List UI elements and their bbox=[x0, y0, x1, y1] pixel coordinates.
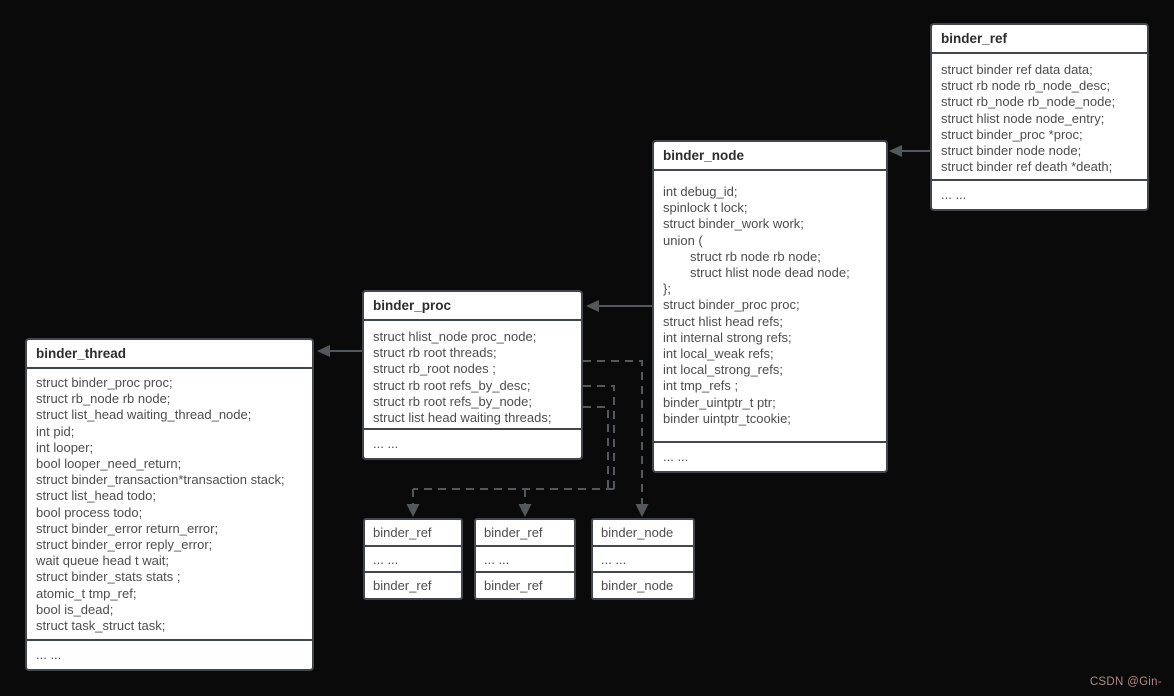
struct-field: struct binder_proc proc; bbox=[663, 297, 800, 313]
struct-field: struct binder ref death *death; bbox=[941, 159, 1113, 175]
watermark: CSDN @Gin- bbox=[1089, 676, 1162, 688]
struct-field: int looper; bbox=[36, 439, 94, 455]
struct-field: struct rb node rb node; bbox=[690, 248, 821, 264]
struct-field: struct rb root threads; bbox=[373, 345, 497, 361]
list-item: binder_ref bbox=[373, 524, 432, 540]
struct-field: struct rb root refs_by_desc; bbox=[373, 377, 531, 393]
struct-field: spinlock t lock; bbox=[663, 200, 748, 216]
binder-thread-box: binder_thread struct binder_proc proc; s… bbox=[25, 338, 314, 671]
struct-field: struct rb_node rb node; bbox=[36, 391, 171, 407]
struct-field: struct hlist_node proc_node; bbox=[373, 329, 537, 344]
list-item: ... ... bbox=[365, 544, 461, 572]
struct-field: struct hlist head refs; bbox=[663, 313, 783, 329]
binder-ref-title: binder_ref bbox=[932, 25, 1147, 54]
struct-field: struct binder_stats stats ; bbox=[36, 569, 181, 585]
binder-thread-title: binder_thread bbox=[27, 340, 312, 369]
struct-field: struct task_struct task; bbox=[36, 618, 166, 634]
list-item: binder_ref bbox=[476, 571, 574, 598]
struct-field: struct rb_root nodes ; bbox=[373, 361, 496, 377]
binder-ref-fields: struct binder ref data data; struct rb n… bbox=[932, 54, 1147, 179]
binder-proc-title: binder_proc bbox=[364, 292, 581, 321]
list-item: binder_ref bbox=[484, 524, 543, 540]
struct-field: struct rb root refs_by_node; bbox=[373, 393, 532, 409]
struct-field: int local_strong_refs; bbox=[663, 362, 783, 378]
struct-field: bool process todo; bbox=[36, 504, 143, 520]
struct-field: int debug_id; bbox=[663, 184, 738, 199]
struct-field: struct hlist node node_entry; bbox=[941, 110, 1105, 126]
binder-thread-fields: struct binder_proc proc; struct rb_node … bbox=[27, 369, 312, 639]
list-item: binder_node bbox=[601, 524, 674, 540]
list-item: binder_node bbox=[593, 571, 693, 598]
struct-field: union ( bbox=[663, 232, 703, 248]
binder-node-list-box: binder_node ... ... binder_node bbox=[591, 518, 695, 600]
struct-field: struct binder_proc proc; bbox=[36, 375, 173, 390]
binder-ref-box: binder_ref struct binder ref data data; … bbox=[930, 23, 1149, 211]
struct-field: struct binder_error return_error; bbox=[36, 520, 219, 536]
list-item: binder_ref bbox=[365, 571, 461, 598]
struct-field: atomic_t tmp_ref; bbox=[36, 585, 137, 601]
struct-field: struct binder node node; bbox=[941, 143, 1082, 159]
dashed-link-nodes-to-binder-node-list bbox=[583, 360, 649, 517]
struct-field: int internal strong refs; bbox=[663, 329, 792, 345]
binder-ref-list-box-1: binder_ref ... ... binder_ref bbox=[363, 518, 463, 600]
struct-field: wait queue head t wait; bbox=[36, 553, 169, 569]
struct-field: struct list head waiting threads; bbox=[373, 410, 552, 426]
struct-field: struct binder_error reply_error; bbox=[36, 537, 213, 553]
binder-proc-fields: struct hlist_node proc_node; struct rb r… bbox=[364, 321, 581, 428]
struct-field: struct rb_node rb_node_node; bbox=[941, 94, 1116, 110]
struct-field: bool looper_need_return; bbox=[36, 456, 182, 472]
binder-node-fields: int debug_id; spinlock t lock; struct bi… bbox=[654, 171, 886, 441]
struct-field: struct binder_proc *proc; bbox=[941, 126, 1083, 142]
binder-node-title: binder_node bbox=[654, 142, 886, 171]
struct-field: int pid; bbox=[36, 423, 75, 439]
struct-field: binder uintptr_tcookie; bbox=[663, 410, 791, 426]
struct-field: struct binder ref data data; bbox=[941, 62, 1093, 77]
struct-field: int local_weak refs; bbox=[663, 346, 774, 362]
arrow-binder-node-to-binder-proc bbox=[586, 300, 652, 312]
binder-node-box: binder_node int debug_id; spinlock t loc… bbox=[652, 140, 888, 473]
binder-ref-footer: ... ... bbox=[932, 179, 1147, 209]
struct-field: struct binder_work work; bbox=[663, 216, 804, 232]
list-item: ... ... bbox=[593, 544, 693, 572]
binder-proc-box: binder_proc struct hlist_node proc_node;… bbox=[362, 290, 583, 460]
struct-field: struct rb node rb_node_desc; bbox=[941, 78, 1111, 94]
struct-field: int tmp_refs ; bbox=[663, 378, 739, 394]
arrow-binder-proc-to-binder-thread bbox=[317, 345, 362, 357]
struct-field: bool is_dead; bbox=[36, 601, 114, 617]
list-item: ... ... bbox=[476, 544, 574, 572]
struct-field: struct binder_transaction*transaction st… bbox=[36, 472, 285, 488]
struct-field: }; bbox=[663, 281, 671, 297]
struct-field: struct list_head waiting_thread_node; bbox=[36, 407, 252, 423]
struct-field: binder_uintptr_t ptr; bbox=[663, 394, 776, 410]
struct-field: struct hlist node dead node; bbox=[690, 265, 850, 281]
binder-ref-list-box-2: binder_ref ... ... binder_ref bbox=[474, 518, 576, 600]
binder-node-footer: ... ... bbox=[654, 441, 886, 471]
binder-thread-footer: ... ... bbox=[27, 639, 312, 669]
binder-proc-footer: ... ... bbox=[364, 428, 581, 458]
arrow-binder-ref-to-binder-node bbox=[889, 145, 930, 157]
struct-field: struct list_head todo; bbox=[36, 488, 156, 504]
